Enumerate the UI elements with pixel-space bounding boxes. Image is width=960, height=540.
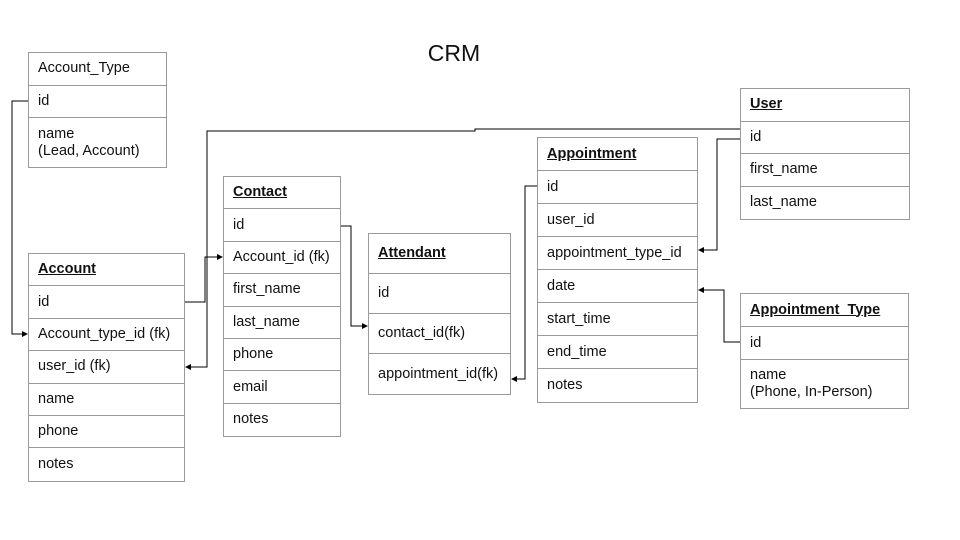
connector-appointment-to-attendant bbox=[517, 185, 537, 380]
table-header: User bbox=[741, 89, 909, 122]
table-appointment-type[interactable]: Appointment_Type id name (Phone, In-Pers… bbox=[740, 293, 909, 409]
connector-appointment-type-to-appointment bbox=[704, 289, 740, 343]
table-field: user_id bbox=[538, 204, 697, 237]
table-header: Appointment_Type bbox=[741, 294, 908, 327]
table-header: Appointment bbox=[538, 138, 697, 171]
table-header: Contact bbox=[224, 177, 340, 210]
table-field: id bbox=[741, 122, 909, 154]
table-field: contact_id(fk) bbox=[369, 314, 510, 354]
connector-contact-to-attendant bbox=[341, 225, 362, 327]
table-contact[interactable]: Contact id Account_id (fk) first_name la… bbox=[223, 176, 341, 438]
table-account-type[interactable]: Account_Type id name (Lead, Account) bbox=[28, 52, 167, 168]
table-header: Account bbox=[29, 254, 184, 287]
table-field: id bbox=[538, 171, 697, 204]
connector-user-to-appointment bbox=[704, 138, 740, 251]
table-field: Account_type_id (fk) bbox=[29, 319, 184, 352]
table-field: name (Lead, Account) bbox=[38, 125, 140, 159]
table-field: name bbox=[29, 384, 184, 416]
table-field: appointment_type_id bbox=[538, 237, 697, 270]
table-field: end_time bbox=[538, 336, 697, 369]
table-field: id bbox=[224, 209, 340, 242]
table-field: date bbox=[538, 270, 697, 303]
table-field: id bbox=[29, 86, 166, 118]
table-header: Attendant bbox=[369, 234, 510, 274]
table-field: last_name bbox=[750, 194, 817, 211]
table-field: first_name bbox=[224, 274, 340, 307]
table-account[interactable]: Account id Account_type_id (fk) user_id … bbox=[28, 253, 185, 482]
connector-account-to-contact bbox=[185, 256, 217, 303]
table-attendant[interactable]: Attendant id contact_id(fk) appointment_… bbox=[368, 233, 511, 395]
table-field: notes bbox=[547, 377, 583, 393]
table-field: Account_id (fk) bbox=[224, 242, 340, 275]
table-field: appointment_id(fk) bbox=[378, 365, 499, 382]
connector-account-type-to-account bbox=[11, 100, 28, 335]
arrowhead bbox=[698, 287, 704, 293]
table-field: start_time bbox=[538, 303, 697, 336]
table-header: Account_Type bbox=[29, 53, 166, 86]
arrowhead bbox=[185, 364, 191, 370]
arrowhead bbox=[511, 376, 517, 382]
table-appointment[interactable]: Appointment id user_id appointment_type_… bbox=[537, 137, 698, 403]
diagram-title: CRM bbox=[427, 40, 481, 66]
table-field: name (Phone, In-Person) bbox=[750, 367, 873, 400]
table-field: id bbox=[29, 286, 184, 319]
arrowhead bbox=[698, 247, 704, 253]
table-field: id bbox=[741, 327, 908, 360]
table-field: last_name bbox=[224, 307, 340, 339]
table-field: email bbox=[224, 371, 340, 404]
table-field: phone bbox=[29, 416, 184, 449]
table-field: notes bbox=[38, 456, 74, 473]
table-field: user_id (fk) bbox=[29, 351, 184, 384]
table-field: id bbox=[369, 274, 510, 314]
table-field: notes bbox=[233, 411, 269, 428]
table-user[interactable]: User id first_name last_name bbox=[740, 88, 910, 220]
table-field: phone bbox=[224, 339, 340, 372]
table-field: first_name bbox=[741, 154, 909, 187]
